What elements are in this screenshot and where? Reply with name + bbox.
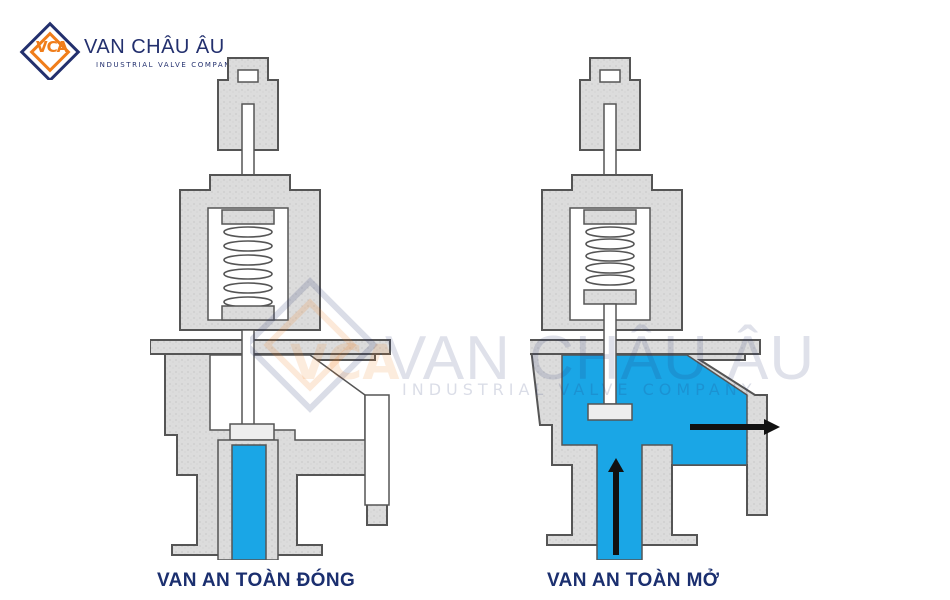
caption-open: VAN AN TOÀN MỞ [547, 570, 720, 591]
valve-open-diagram [530, 57, 780, 560]
inlet-fluid [231, 444, 267, 560]
valve-closed-diagram [150, 57, 391, 560]
watermark-tagline: INDUSTRIAL VALVE COMPANY [402, 380, 757, 399]
brand-mark: VCA [36, 38, 68, 56]
valve-disc [229, 423, 275, 441]
vca-diamond-icon [19, 21, 81, 80]
watermark-mark: VCA [290, 335, 400, 391]
caption-closed: VAN AN TOÀN ĐÓNG [157, 570, 356, 591]
brand-name: VAN CHÂU ÂU [84, 36, 225, 58]
valve-disc-lifted [587, 403, 633, 421]
watermark-name: VAN CHÂU ÂU [385, 324, 816, 393]
brand-tagline: INDUSTRIAL VALVE COMPANY [96, 61, 237, 69]
spring [223, 226, 273, 308]
